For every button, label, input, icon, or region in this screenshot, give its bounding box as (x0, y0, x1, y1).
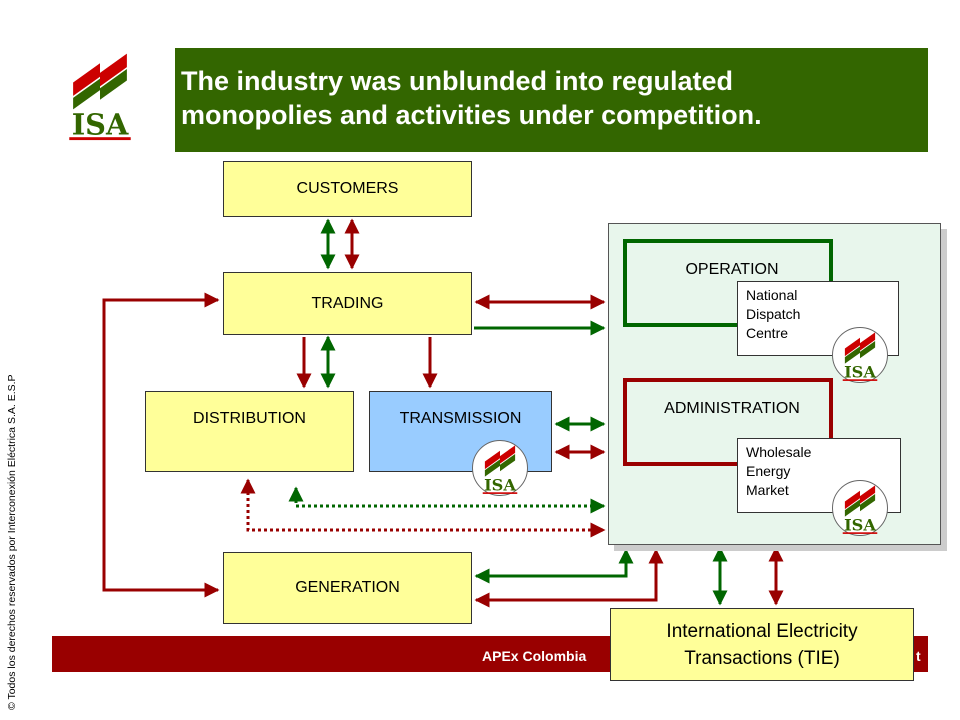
trading-box: TRADING (223, 272, 472, 335)
title-line-1: The industry was unblunded into regulate… (181, 66, 734, 96)
tie-box: International Electricity Transactions (… (610, 608, 914, 681)
footer-left-text: APEx Colombia (482, 648, 587, 664)
transmission-box: TRANSMISSION (369, 391, 552, 472)
isa-logo-icon (52, 46, 148, 142)
copyright-text: © Todos los derechos reservados por Inte… (6, 374, 18, 710)
distribution-box: DISTRIBUTION (145, 391, 354, 472)
wholesale-line-1: Wholesale (746, 444, 812, 460)
administration-label: ADMINISTRATION (664, 400, 800, 417)
customers-box: CUSTOMERS (223, 161, 472, 217)
national-dispatch-line-3: Centre (746, 325, 789, 341)
tie-line-1: International Electricity (666, 620, 858, 642)
title-banner: The industry was unblunded into regulate… (175, 48, 928, 152)
operation-label: OPERATION (685, 261, 779, 278)
wholesale-line-3: Market (746, 482, 789, 498)
national-dispatch-line-1: National (746, 287, 798, 303)
footer-right-text: t (916, 648, 921, 664)
national-dispatch-line-2: Dispatch (746, 306, 801, 322)
generation-box: GENERATION (223, 552, 472, 624)
isa-logo-icon (832, 480, 888, 536)
tie-line-2: Transactions (TIE) (684, 647, 840, 669)
transmission-label: TRANSMISSION (399, 410, 522, 427)
wholesale-line-2: Energy (746, 463, 791, 479)
isa-logo-icon (472, 440, 528, 496)
isa-logo-icon (832, 327, 888, 383)
title-line-2: monopolies and activities under competit… (181, 100, 762, 130)
